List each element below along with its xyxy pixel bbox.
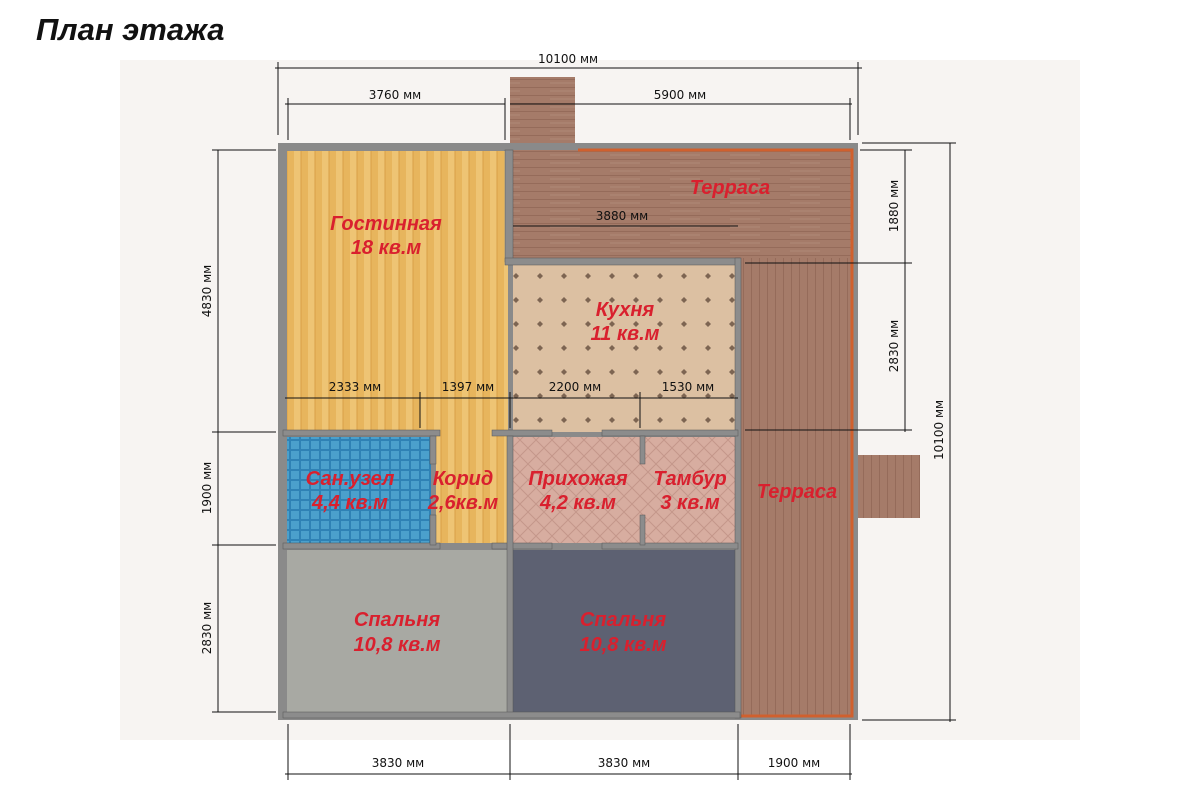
room-area-vestibule: 3 кв.м [660,492,719,514]
terrace-top-floor [508,150,852,258]
dim-right-1: 1880 мм [887,180,901,232]
hall-floor [513,437,735,543]
room-name-bathroom: Сан.узел [306,468,395,490]
interior-walls [282,149,742,719]
room-area-living: 18 кв.м [351,237,422,259]
room-area-corridor: 2,6кв.м [427,492,499,514]
terrace-right-floor [738,258,852,716]
dim-mid-2: 1397 мм [442,380,494,394]
top-stairs [510,77,575,150]
dim-bottom-2: 3830 мм [598,756,650,770]
kitchen-floor [513,265,735,432]
room-area-bathroom: 4,4 кв.м [311,492,388,514]
dim-bottom-1: 3830 мм [372,756,424,770]
dim-right-2: 2830 мм [887,320,901,372]
bedroom2-floor [513,550,735,712]
bedroom1-floor [287,550,508,712]
room-name-terrace-top: Терраса [690,177,770,199]
dim-total-height: 10100 мм [932,400,946,460]
dim-top-left: 3760 мм [369,88,421,102]
room-name-terrace-right: Терраса [757,481,837,503]
terrace-edge [578,148,854,718]
dim-bottom-3: 1900 мм [768,756,820,770]
room-name-hall: Прихожая [528,468,627,490]
room-name-kitchen: Кухня [596,299,655,321]
dim-left-1: 4830 мм [200,265,214,317]
corridor-floor [436,432,508,543]
room-name-living: Гостинная [330,213,442,235]
dim-terrace-inner: 3880 мм [596,209,648,223]
dim-mid-4: 1530 мм [662,380,714,394]
room-area-bedroom1: 10,8 кв.м [353,634,440,656]
room-name-corridor: Корид [433,468,494,490]
room-area-kitchen: 11 кв.м [591,323,660,345]
bathroom-floor [287,437,431,543]
dim-left-2: 1900 мм [200,462,214,514]
room-name-bedroom2: Спальня [580,609,666,631]
dim-mid-1: 2333 мм [329,380,381,394]
page-title: План этажа [36,12,225,47]
room-area-hall: 4,2 кв.м [539,492,616,514]
dim-total-width: 10100 мм [538,52,598,66]
dimension-lines [212,62,956,780]
dim-left-3: 2830 мм [200,602,214,654]
right-porch [848,455,920,518]
dim-top-right: 5900 мм [654,88,706,102]
dim-mid-3: 2200 мм [549,380,601,394]
living-room-floor [287,151,508,432]
room-area-bedroom2: 10,8 кв.м [579,634,666,656]
room-name-vestibule: Тамбур [653,468,726,490]
room-name-bedroom1: Спальня [354,609,440,631]
